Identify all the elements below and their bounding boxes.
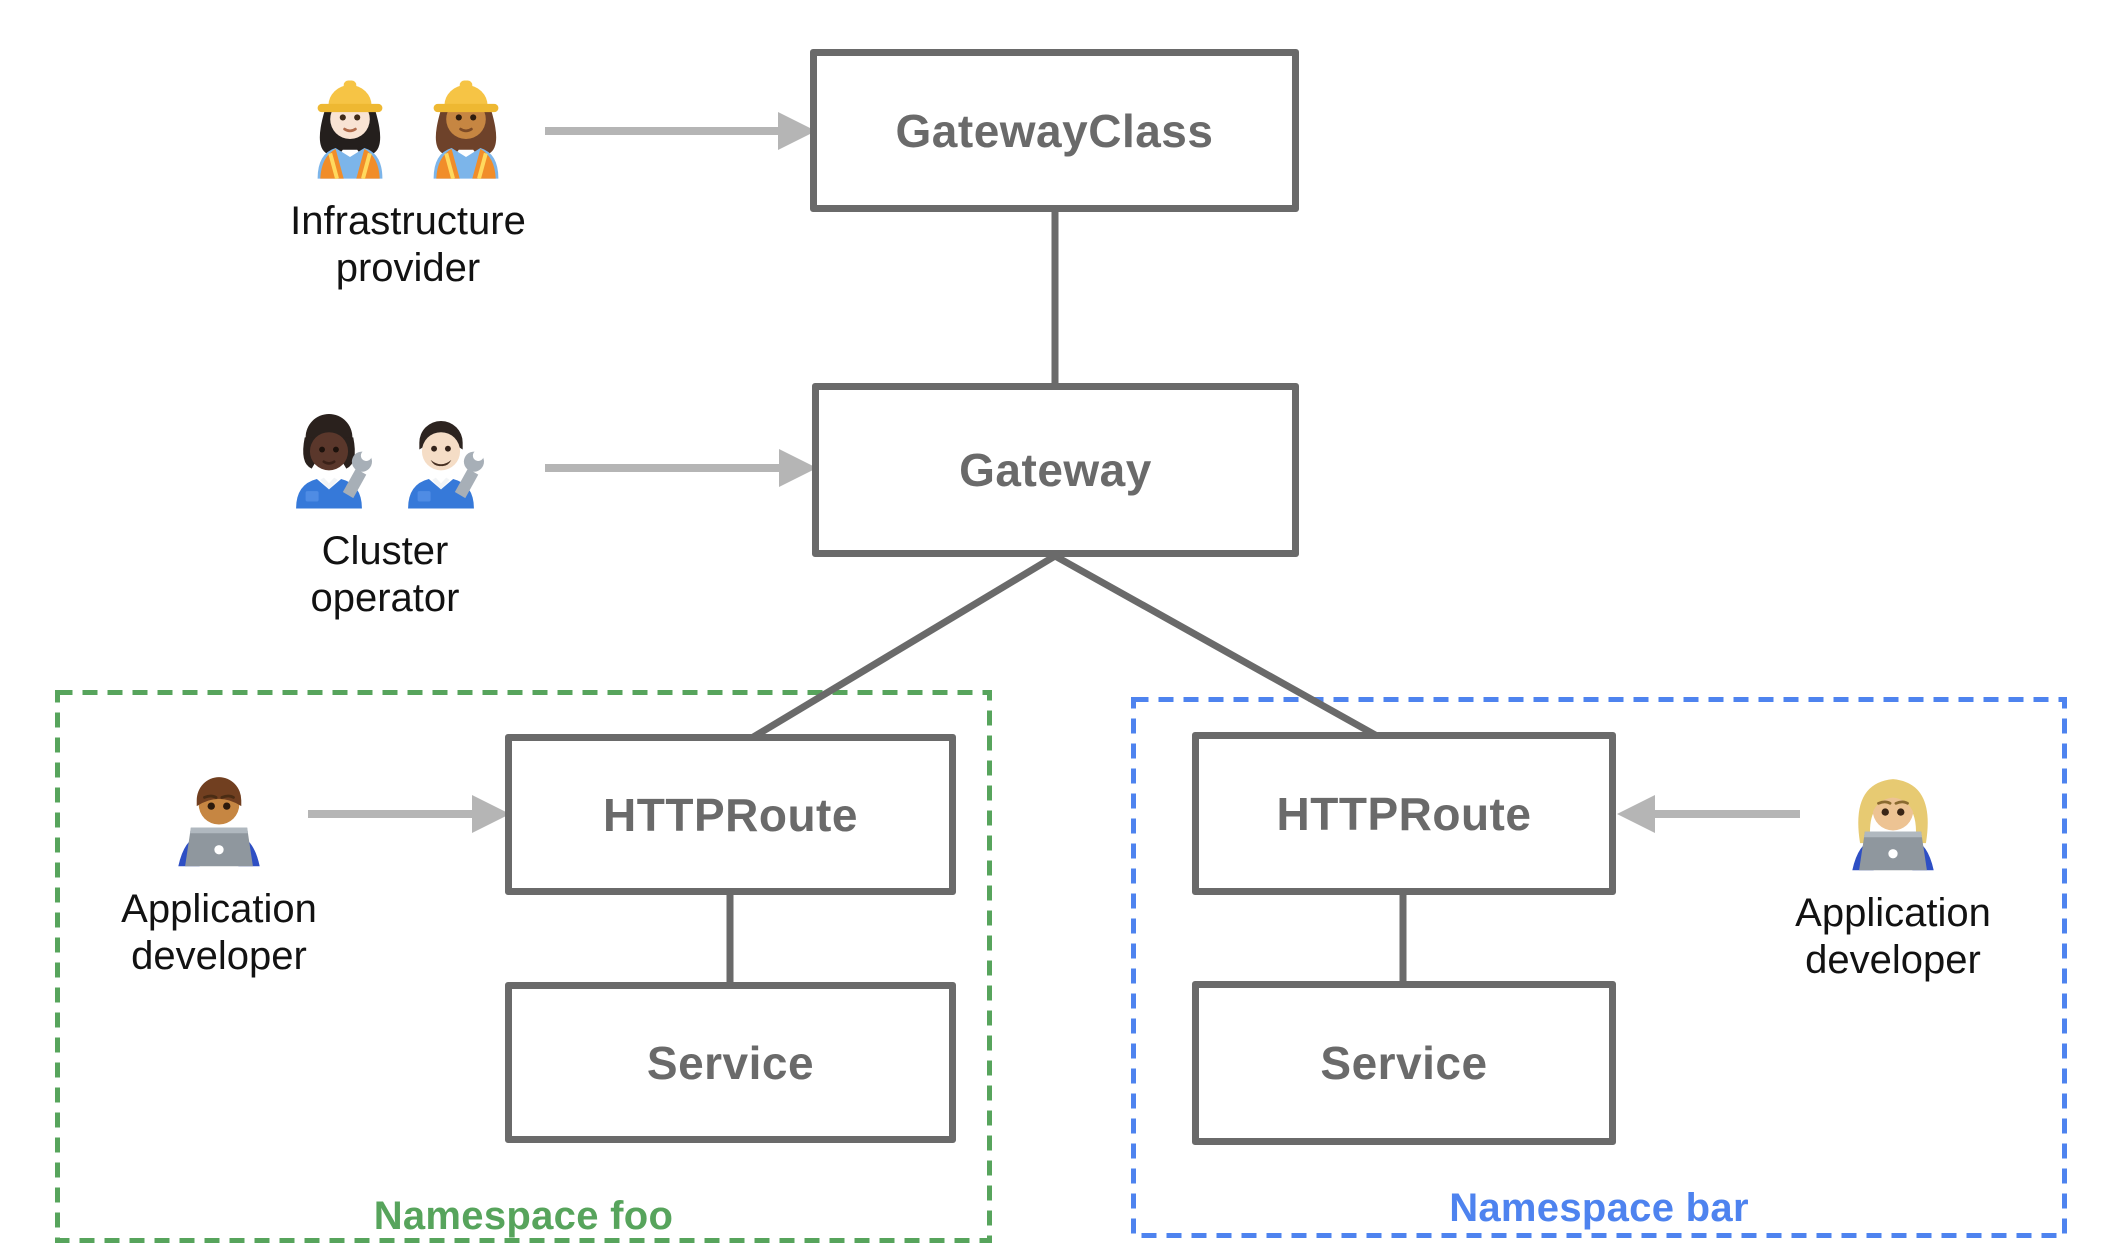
namespace-foo-label: Namespace foo [373, 1194, 674, 1238]
application-developer-foo-emoji-wrap [159, 748, 279, 872]
woman-construction-worker-light-skin-emoji [317, 80, 383, 180]
gateway-node: Gateway [812, 383, 1299, 557]
cluster-operator-emojis [277, 392, 493, 514]
infrastructure-provider-label-line2: provider [335, 246, 481, 290]
apple-logo-icon [1888, 849, 1898, 859]
cluster-operator-label-line1: Cluster [321, 529, 449, 573]
namespace-bar-border [1131, 697, 2067, 1238]
httproute-node-namespace-foo: HTTPRoute [505, 734, 956, 895]
cluster-operator-label-line2: operator [310, 576, 460, 620]
mechanic-dark-skin-emoji [296, 414, 372, 509]
persona-application-developer-bar: Application developer [1698, 752, 2088, 984]
woman-technologist-medium-light-skin-emoji [1852, 779, 1934, 871]
service-node-namespace-bar: Service [1192, 981, 1616, 1145]
httproute-node-namespace-bar: HTTPRoute [1192, 732, 1616, 895]
namespace-foo-border [55, 690, 992, 1243]
connector-gateway-httproute-foo [733, 552, 1057, 752]
wrench-icon [454, 450, 484, 499]
arrow-infrastructure-provider-to-gatewayclass [545, 112, 816, 150]
man-mechanic-light-skin-emoji [408, 420, 484, 509]
arrow-application-developer-to-httproute-bar [1617, 795, 1800, 833]
service-node-namespace-foo: Service [505, 982, 956, 1143]
wrench-icon [342, 450, 372, 499]
connector-gateway-httproute-bar [1053, 552, 1397, 750]
arrow-application-developer-to-httproute-foo [308, 795, 510, 833]
infrastructure-provider-label-line1: Infrastructure [290, 199, 526, 243]
persona-cluster-operator: Cluster operator [190, 392, 580, 622]
application-developer-bar-label-line2: developer [1805, 938, 1981, 982]
infrastructure-provider-emojis [296, 58, 520, 184]
woman-construction-worker-medium-skin-emoji [433, 80, 499, 180]
application-developer-foo-label-line1: Application [121, 887, 317, 931]
persona-infrastructure-provider: Infrastructure provider [213, 58, 603, 292]
apple-logo-icon [214, 845, 224, 855]
gatewayclass-node: GatewayClass [810, 49, 1299, 212]
application-developer-bar-emoji-wrap [1833, 752, 1953, 876]
arrow-cluster-operator-to-gateway [545, 449, 817, 487]
application-developer-foo-label-line2: developer [131, 934, 307, 978]
namespace-bar-label: Namespace bar [1449, 1186, 1749, 1230]
man-technologist-medium-skin-emoji [178, 777, 260, 867]
application-developer-bar-label-line1: Application [1795, 891, 1991, 935]
persona-application-developer-foo: Application developer [24, 748, 414, 980]
